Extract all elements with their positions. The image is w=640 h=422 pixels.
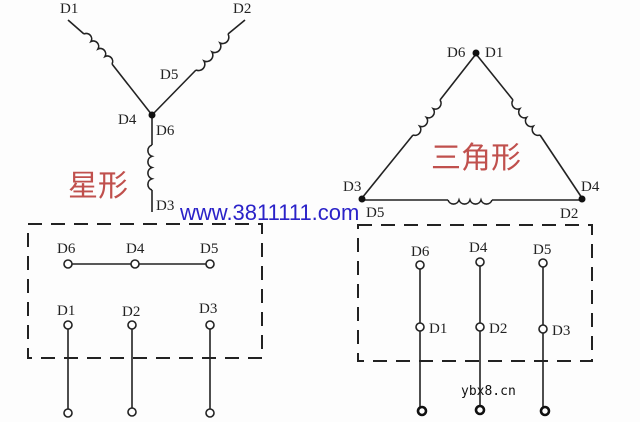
star-coil-d3 (147, 144, 155, 191)
star-terminal-d3 (205, 320, 215, 330)
delta-box-label-d6: D6 (411, 244, 430, 260)
star-supply-1 (63, 408, 73, 418)
delta-coil-left (412, 99, 442, 137)
delta-terminal-d1 (415, 322, 425, 332)
delta-terminal-d2 (475, 322, 485, 332)
delta-coil-right (511, 99, 541, 137)
delta-supply-1 (416, 405, 428, 417)
delta-node-right (578, 195, 586, 203)
delta-label-d5: D5 (366, 205, 384, 221)
star-box-label-d5: D5 (200, 241, 218, 257)
star-terminal-d1 (63, 320, 73, 330)
delta-coil-bottom (447, 197, 493, 205)
star-lead-d2-inner (151, 69, 197, 116)
delta-label-d6: D6 (447, 45, 466, 61)
star-box-label-d6: D6 (57, 241, 76, 257)
delta-windings (358, 49, 586, 203)
star-box-label-d3: D3 (199, 301, 217, 317)
star-lead-d1 (67, 19, 85, 35)
star-terminal-d2 (127, 320, 137, 330)
delta-terminal-d3 (538, 324, 548, 334)
delta-side-left-a (439, 53, 477, 101)
delta-terminal-d4 (475, 257, 485, 267)
delta-label-d2: D2 (560, 206, 578, 222)
delta-box-label-d2: D2 (489, 321, 507, 337)
star-windings (67, 19, 246, 212)
star-terminal-d4 (130, 259, 140, 269)
star-neutral-node (148, 111, 156, 119)
delta-terminal-d5 (538, 258, 548, 268)
star-supply-3 (205, 408, 215, 418)
star-terminal-d5 (205, 259, 215, 269)
delta-box-label-d1: D1 (429, 321, 447, 337)
star-box-label-d1: D1 (57, 303, 75, 319)
star-box-label-d2: D2 (122, 304, 140, 320)
star-label-d6: D6 (156, 123, 175, 139)
star-supply-2 (127, 407, 137, 417)
star-coil-d2 (195, 33, 230, 72)
delta-title: 三角形 (431, 141, 521, 176)
star-label-d4: D4 (118, 112, 137, 128)
delta-box-label-d5: D5 (533, 242, 551, 258)
delta-box-label-d4: D4 (469, 240, 488, 256)
star-terminal-d6 (63, 259, 73, 269)
delta-side-left-b (361, 134, 414, 199)
delta-label-d3: D3 (343, 179, 361, 195)
delta-box-label-d3: D3 (552, 323, 570, 339)
delta-side-right-a (475, 53, 514, 101)
star-terminal-box (27, 223, 263, 359)
star-label-d2: D2 (233, 1, 251, 17)
delta-node-top (472, 49, 480, 57)
star-title: 星形 (68, 169, 128, 204)
delta-label-d1: D1 (485, 45, 503, 61)
delta-label-d4: D4 (581, 179, 600, 195)
site-watermark: www.3811111.com (179, 200, 359, 225)
star-lead-d2 (227, 19, 246, 35)
delta-node-left (358, 195, 366, 203)
star-coil-d1 (83, 32, 114, 65)
corner-watermark: ybx8.cn (461, 384, 516, 399)
coils (83, 32, 541, 205)
star-label-d1: D1 (60, 1, 78, 17)
delta-terminal-d6 (415, 260, 425, 270)
delta-terminal-box (357, 224, 593, 362)
delta-supply-3 (539, 405, 551, 417)
delta-supply-2 (474, 404, 486, 416)
delta-side-right-b (539, 134, 583, 199)
star-label-d3: D3 (156, 198, 174, 214)
star-lead-d1-inner (111, 63, 153, 116)
star-box-label-d4: D4 (126, 241, 145, 257)
star-label-d5: D5 (160, 67, 178, 83)
